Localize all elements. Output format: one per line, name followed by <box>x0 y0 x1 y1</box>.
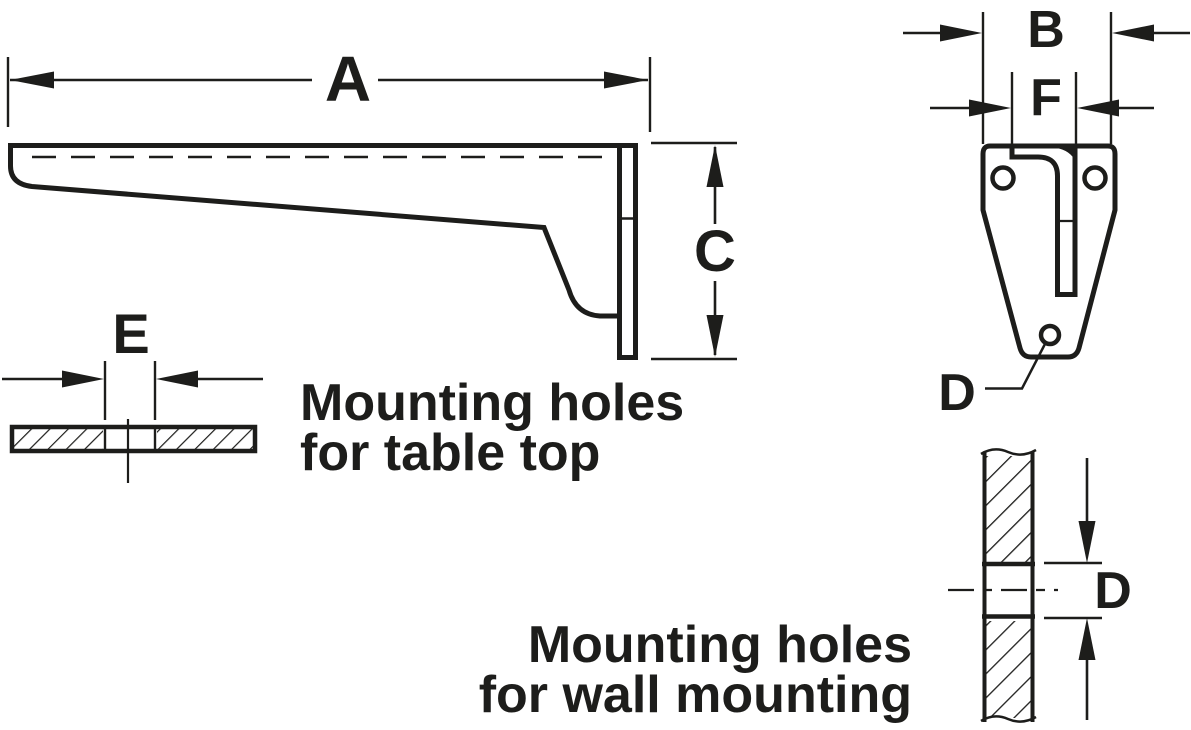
dim-a-label: A <box>325 43 371 115</box>
table-top-section: E Mounting holes for table top <box>2 302 684 483</box>
dim-c-label: C <box>694 219 736 284</box>
arm-bend-corner <box>1056 148 1078 162</box>
dimension-d-front: D <box>938 341 1048 422</box>
dimension-b: B <box>903 1 1190 144</box>
dim-d-wall-label: D <box>1094 562 1132 620</box>
wall-hatch-lower <box>986 621 1031 718</box>
dim-e-label: E <box>112 302 149 365</box>
dimension-a: A <box>6 43 652 132</box>
table-plate-cross-section <box>9 419 258 483</box>
caption-table-top: Mounting holes for table top <box>300 374 684 482</box>
mounting-plate-side <box>617 143 638 360</box>
arrowhead-left-icon <box>1077 99 1119 117</box>
arrowhead-up-icon <box>1078 618 1096 660</box>
arrowhead-left-icon <box>10 71 54 89</box>
dim-f-label: F <box>1030 69 1062 127</box>
caption-wall-line1: Mounting holes <box>528 616 912 674</box>
arm-profile-slot <box>1009 148 1078 297</box>
arrowhead-up-icon <box>706 145 724 187</box>
plate-outline <box>9 424 258 454</box>
bracket-arm <box>8 143 637 319</box>
arrowhead-right-icon <box>604 71 648 89</box>
dimension-f: F <box>930 69 1154 144</box>
caption-wall-mounting: Mounting holes for wall mounting <box>479 616 912 724</box>
arrowhead-down-icon <box>1078 521 1096 563</box>
caption-wall-line2: for wall mounting <box>479 666 912 724</box>
hatch-right <box>157 427 255 451</box>
caption-table-top-line2: for table top <box>300 424 600 482</box>
arrowhead-right-icon <box>62 370 104 388</box>
front-view: B F D <box>903 1 1190 422</box>
side-view: A C <box>6 43 737 361</box>
arm-underside-outline <box>8 146 619 319</box>
arrowhead-left-icon <box>1112 24 1154 42</box>
arrowhead-left-icon <box>156 370 198 388</box>
wall-hatch-upper <box>986 456 1031 562</box>
screw-hole-top-left <box>990 165 1016 191</box>
screw-hole-top-right <box>1082 165 1108 191</box>
dimension-e: E <box>2 302 263 420</box>
dim-d-leader-line <box>985 341 1048 390</box>
dimension-c: C <box>651 141 737 361</box>
plate-front-outline <box>980 143 1118 360</box>
dim-d-front-label: D <box>938 364 976 422</box>
wall-break-line-bottom <box>980 715 1037 723</box>
caption-table-top-line1: Mounting holes <box>300 374 684 432</box>
wall-cross-section <box>948 448 1058 723</box>
screw-hole-bottom <box>1038 323 1062 347</box>
dimension-d-wall: D <box>1044 458 1132 720</box>
arrowhead-down-icon <box>706 315 724 357</box>
dim-b-label: B <box>1027 1 1065 59</box>
arrowhead-right-icon <box>940 24 982 42</box>
wall-break-line-top <box>980 448 1037 456</box>
bracket-plate-front <box>980 143 1118 360</box>
plate-side-outline <box>617 143 638 360</box>
arrowhead-right-icon <box>969 99 1011 117</box>
hatch-left <box>12 427 103 451</box>
wall-section: D Mounting holes for wall mounting <box>479 448 1132 724</box>
